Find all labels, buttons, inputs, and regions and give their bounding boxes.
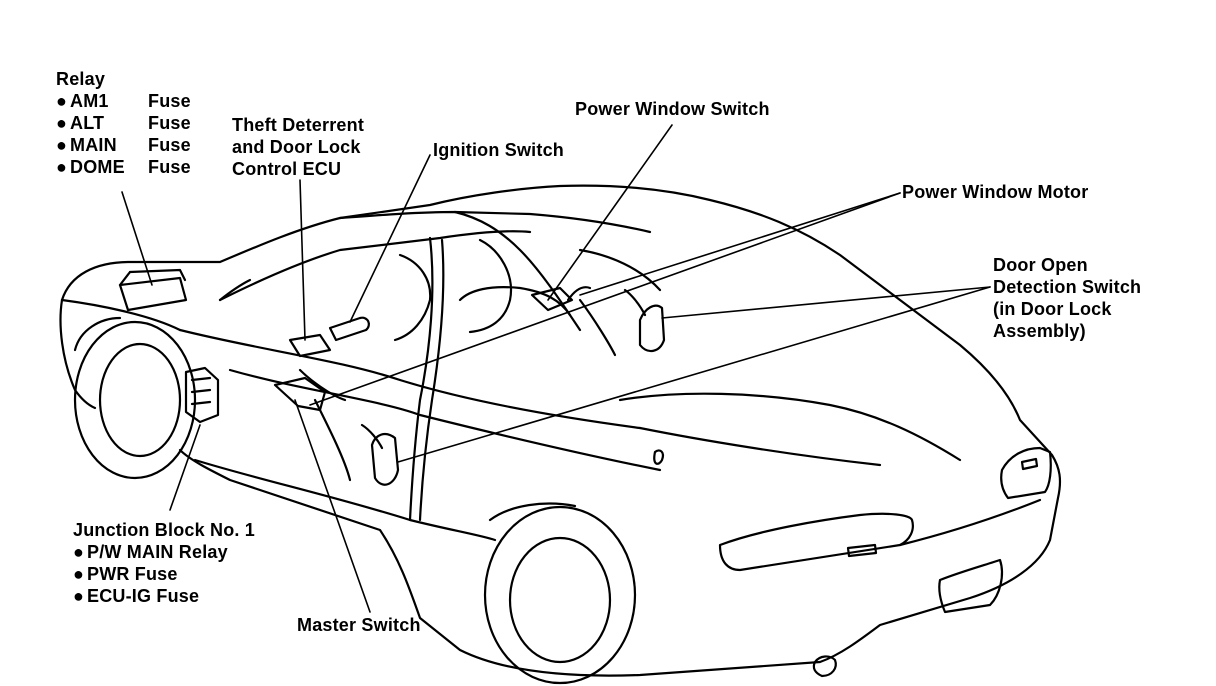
theft-ecu-label: Theft Deterrent and Door Lock Control EC… xyxy=(232,115,365,179)
master-switch-label: Master Switch xyxy=(297,615,421,635)
junction-block-item: ●ECU-IG Fuse xyxy=(73,586,200,606)
leader-lines xyxy=(121,124,991,613)
power-window-motor-label: Power Window Motor xyxy=(902,182,1089,202)
relay-box-icon xyxy=(118,268,188,312)
relay-title: Relay xyxy=(56,69,106,89)
power-window-switch-label: Power Window Switch xyxy=(575,99,770,119)
door-lock-assembly-front-icon xyxy=(360,423,400,486)
master-switch-icon xyxy=(273,368,352,482)
junction-block-item: ●PWR Fuse xyxy=(73,564,178,584)
rear-wheel xyxy=(483,502,637,685)
car-body xyxy=(59,184,1062,678)
junction-block-item: ●P/W MAIN Relay xyxy=(73,542,228,562)
junction-block-title: Junction Block No. 1 xyxy=(73,520,256,540)
theft-ecu-icon xyxy=(288,333,332,358)
junction-block-label: Junction Block No. 1 ●P/W MAIN Relay ●PW… xyxy=(73,519,255,607)
ignition-switch-label: Ignition Switch xyxy=(433,140,564,160)
ignition-switch-icon xyxy=(328,316,370,342)
door-lock-assembly-rear-icon xyxy=(623,288,666,353)
front-wheel xyxy=(73,316,197,480)
door-open-switch-label: Door Open Detection Switch (in Door Lock… xyxy=(993,255,1142,341)
junction-block-icon xyxy=(184,366,220,424)
